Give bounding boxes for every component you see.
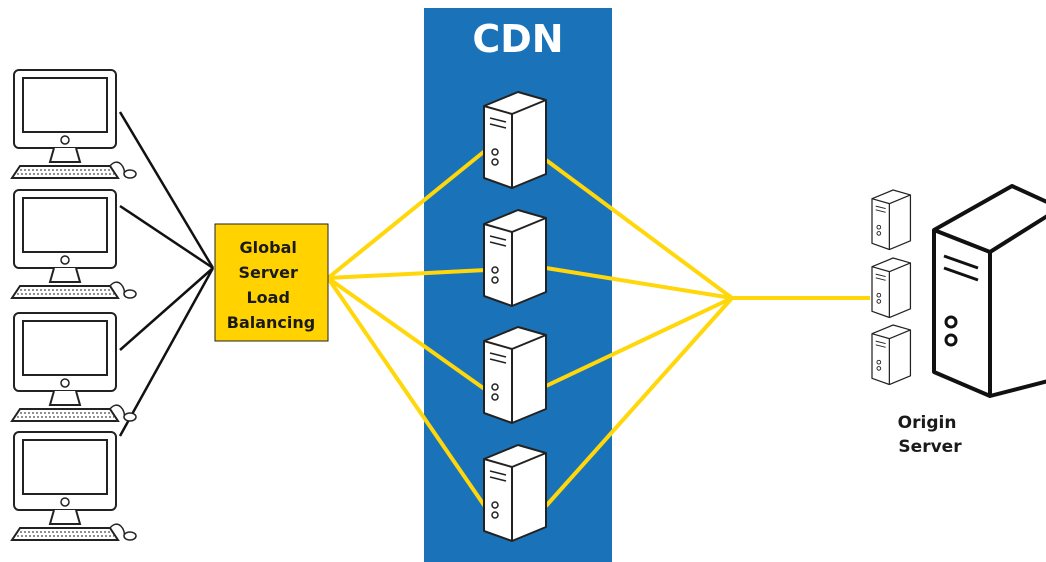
small-server-icon	[871, 189, 912, 251]
small-server-icon	[871, 324, 912, 386]
client-links	[118, 111, 215, 437]
gslb-box	[214, 223, 329, 342]
gslb-label-line: Load	[246, 288, 289, 307]
gslb-to-edge-links	[326, 148, 488, 510]
server-tower-icon	[483, 444, 547, 542]
client-computers	[11, 69, 137, 541]
origin-server-cluster	[871, 189, 912, 386]
large-server-icon	[932, 184, 1046, 398]
desktop-computer-icon	[11, 189, 137, 299]
gslb-label-line: Server	[238, 263, 298, 282]
cdn-label: CDN	[472, 17, 563, 61]
origin-label-line: Origin	[898, 413, 957, 433]
server-tower-icon	[483, 209, 547, 307]
server-tower-icon	[483, 91, 547, 189]
origin-label: Origin Server	[898, 413, 963, 457]
gslb-label: Global Server Load Balancing	[227, 238, 315, 332]
edge-to-origin-links	[544, 158, 870, 508]
small-server-icon	[871, 257, 912, 319]
desktop-computer-icon	[11, 69, 137, 179]
server-tower-icon	[483, 326, 547, 424]
desktop-computer-icon	[11, 431, 137, 541]
desktop-computer-icon	[11, 312, 137, 422]
origin-label-line: Server	[898, 437, 962, 457]
gslb-label-line: Global	[240, 238, 297, 257]
gslb-label-line: Balancing	[227, 313, 315, 332]
